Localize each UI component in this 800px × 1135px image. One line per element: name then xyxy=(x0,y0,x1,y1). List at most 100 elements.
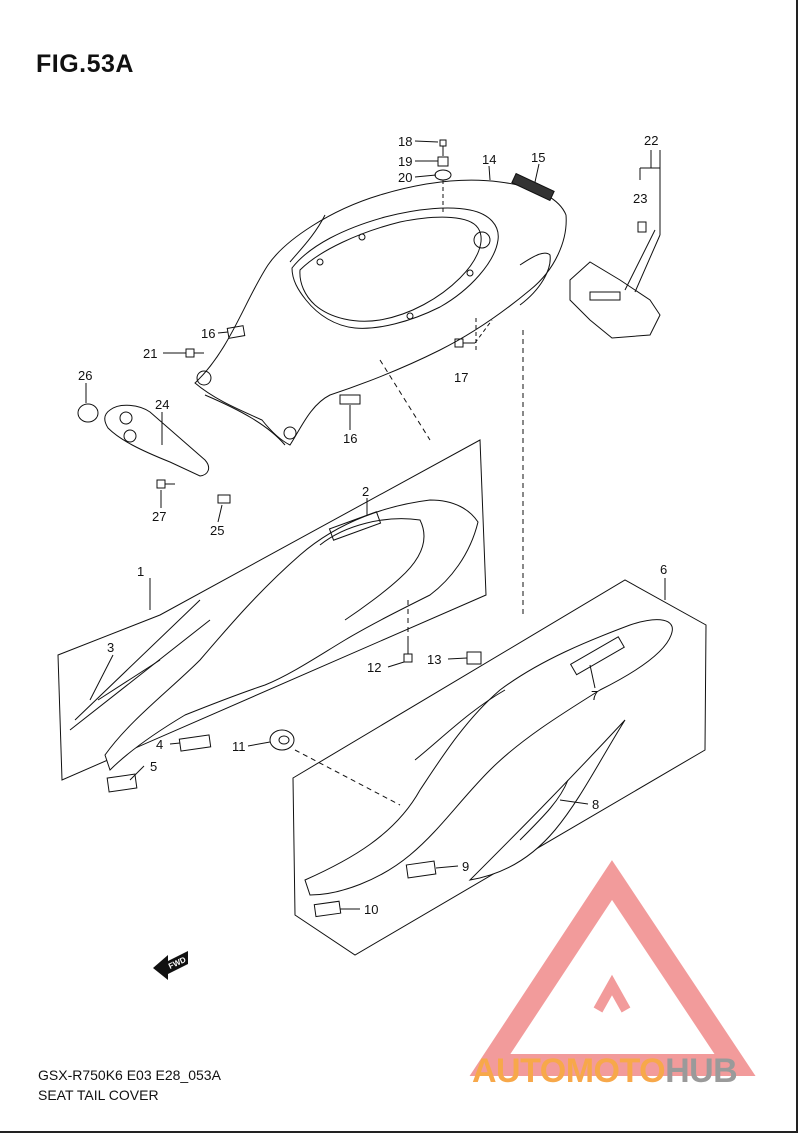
callout-6: 6 xyxy=(660,562,667,577)
panel-1-cowl xyxy=(104,499,479,771)
screw-21 xyxy=(185,348,204,358)
callout-16b: 16 xyxy=(343,431,357,446)
fwd-arrow-icon: FWD xyxy=(153,951,188,980)
callout-15: 15 xyxy=(531,150,545,165)
mount-hole xyxy=(466,269,474,277)
callout-leader xyxy=(217,504,223,523)
watermark-brand-b: HUB xyxy=(665,1052,738,1090)
mount-hole xyxy=(473,231,491,249)
callout-26: 26 xyxy=(78,368,92,383)
mount-hole xyxy=(316,258,324,266)
panel-1-inner xyxy=(319,518,425,621)
callout-21: 21 xyxy=(143,346,157,361)
panel-6-inner xyxy=(414,689,506,761)
callout-leader xyxy=(435,865,459,869)
panel-1-box xyxy=(57,439,487,781)
callout-leader xyxy=(169,742,181,745)
callout-8: 8 xyxy=(592,797,599,812)
leader-dashed xyxy=(294,749,401,806)
grab-handle-24 xyxy=(104,404,210,477)
clip-23 xyxy=(637,221,647,233)
callout-23: 23 xyxy=(633,191,647,206)
model-code: GSX-R750K6 E03 E28_053A xyxy=(38,1067,221,1083)
callout-17: 17 xyxy=(454,370,468,385)
callout-leader xyxy=(89,654,114,701)
watermark-brand-a: AUTOMOTO xyxy=(472,1052,666,1090)
callout-leader xyxy=(447,657,468,660)
callout-19: 19 xyxy=(398,154,412,169)
callout-1: 1 xyxy=(137,564,144,579)
callout-leader xyxy=(414,140,439,143)
mount-hole xyxy=(358,233,366,241)
callout-18: 18 xyxy=(398,134,412,149)
tail-cover-inner-rim xyxy=(291,207,499,329)
leader-17 xyxy=(474,315,493,350)
panel-6-cover xyxy=(304,619,673,896)
grommet-11-hole xyxy=(278,735,290,745)
callout-leader xyxy=(129,765,145,781)
grommet-20 xyxy=(434,169,452,181)
pad-5 xyxy=(106,773,138,793)
callout-11: 11 xyxy=(232,739,246,754)
callout-12: 12 xyxy=(367,660,381,675)
handle-hole xyxy=(123,429,137,443)
callout-leader xyxy=(414,174,437,178)
callout-14: 14 xyxy=(482,152,496,167)
callout-3: 3 xyxy=(107,640,114,655)
callout-7: 7 xyxy=(591,688,598,703)
tail-cover-outline xyxy=(194,179,567,446)
decal-8 xyxy=(468,719,626,881)
sticker-16a xyxy=(226,325,246,339)
mount-hole xyxy=(196,370,212,386)
automotohub-logo xyxy=(469,860,756,1076)
callout-24: 24 xyxy=(155,397,169,412)
callout-4: 4 xyxy=(156,737,163,752)
handle-hole xyxy=(119,411,133,425)
cap-26 xyxy=(77,403,99,423)
tail-cover-inner-opening xyxy=(299,216,482,322)
callout-leader xyxy=(488,165,491,181)
leader-dashed xyxy=(379,359,431,441)
decal-8-inner xyxy=(519,779,569,841)
emblem-15 xyxy=(511,172,555,202)
callout-22: 22 xyxy=(644,133,658,148)
clip-7 xyxy=(569,636,625,676)
pad-4 xyxy=(178,734,212,752)
screw-12 xyxy=(403,640,413,663)
tail-cover-side-edge xyxy=(289,214,326,263)
nut-13 xyxy=(466,651,482,665)
screw-17 xyxy=(454,338,475,348)
nut-19 xyxy=(437,156,449,167)
section-name: SEAT TAIL COVER xyxy=(38,1087,159,1103)
mount-hole xyxy=(406,312,414,320)
bracket-plate xyxy=(589,291,621,301)
pad-9 xyxy=(405,860,437,879)
callout-13: 13 xyxy=(427,652,441,667)
callout-5: 5 xyxy=(150,759,157,774)
pad-10 xyxy=(313,900,342,918)
mount-hole xyxy=(283,426,297,440)
leader-22 xyxy=(639,150,661,220)
callout-20: 20 xyxy=(398,170,412,185)
callout-leader xyxy=(559,799,589,805)
callout-16a: 16 xyxy=(201,326,215,341)
callout-9: 9 xyxy=(462,859,469,874)
screw-18 xyxy=(439,139,447,156)
callout-2: 2 xyxy=(362,484,369,499)
clip-2 xyxy=(328,511,382,541)
screw-27 xyxy=(156,479,175,489)
callout-leader xyxy=(247,741,271,747)
watermark-text: AUTOMOTOHUB xyxy=(472,1052,738,1091)
panel-6-box xyxy=(292,579,707,956)
wire-22 xyxy=(624,150,661,293)
callout-25: 25 xyxy=(210,523,224,538)
grommet-11 xyxy=(269,729,295,751)
callout-leader xyxy=(534,163,540,183)
callout-27: 27 xyxy=(152,509,166,524)
callout-10: 10 xyxy=(364,902,378,917)
sticker-16b xyxy=(339,394,361,405)
callout-leader xyxy=(387,661,405,668)
figure-title: FIG.53A xyxy=(36,50,134,78)
panel-1-lower xyxy=(69,599,211,731)
